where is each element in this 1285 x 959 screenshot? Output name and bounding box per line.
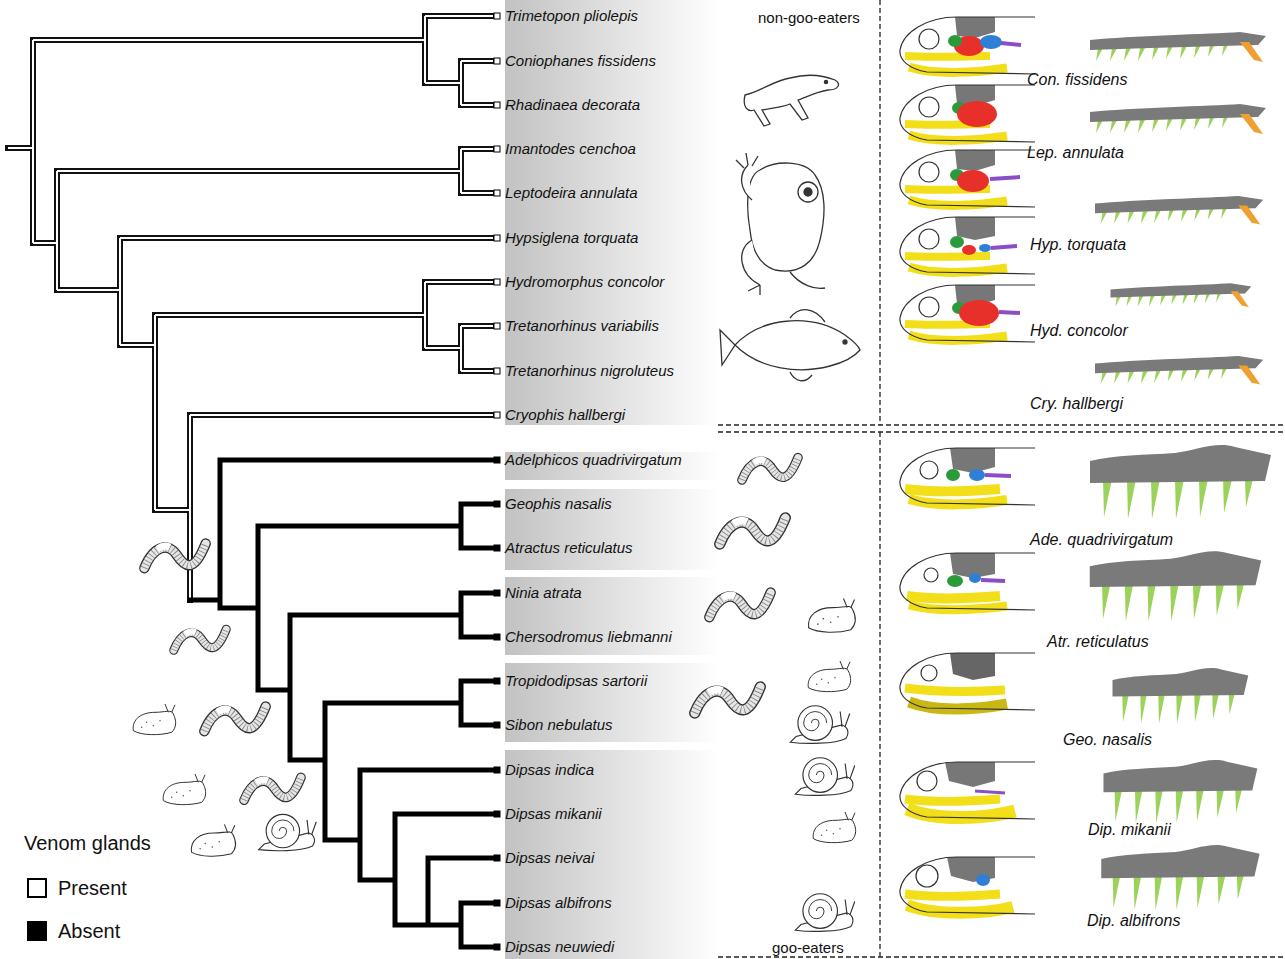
species-name: Coniophanes fissidens (505, 52, 656, 70)
species-abbrev: Geo. nasalis (1063, 731, 1152, 749)
group-label: non-goo-eaters (758, 9, 860, 27)
species-name: Dipsas neuwiedi (505, 938, 614, 956)
tip-markers (494, 13, 500, 950)
group-label: goo-eaters (772, 939, 844, 957)
goo-prey-drawings (133, 458, 856, 932)
species-name: Chersodromus liebmanni (505, 628, 672, 646)
species-name: Imantodes cenchoa (505, 140, 636, 158)
prey-drawings (720, 75, 860, 381)
species-name: Hypsiglena torquata (505, 229, 638, 247)
phylogeny-goo-eaters (190, 460, 493, 947)
species-abbrev: Cry. hallbergi (1030, 395, 1123, 413)
species-abbrev: Lep. annulata (1027, 144, 1124, 162)
species-name: Dipsas albifrons (505, 894, 612, 912)
species-name: Cryophis hallbergi (505, 406, 625, 424)
species-name: Tretanorhinus nigroluteus (505, 362, 674, 380)
species-name: Tropidodipsas sartorii (505, 672, 647, 690)
species-name: Geophis nasalis (505, 495, 612, 513)
species-name: Atractus reticulatus (505, 539, 633, 557)
legend-title: Venom glands (24, 831, 151, 855)
legend-swatch (27, 921, 47, 941)
species-abbrev: Dip. mikanii (1088, 821, 1171, 839)
legend-text: Absent (58, 919, 120, 943)
species-name: Trimetopon pliolepis (505, 7, 638, 25)
legend-swatch (27, 878, 47, 898)
species-name: Adelphicos quadrivirgatum (505, 451, 682, 469)
diet-bands (505, 0, 720, 959)
phylogeny-venomous (8, 16, 493, 600)
species-name: Leptodeira annulata (505, 184, 638, 202)
species-name: Sibon nebulatus (505, 716, 613, 734)
species-name: Rhadinaea decorata (505, 96, 640, 114)
species-name: Ninia atrata (505, 584, 582, 602)
head-anatomy (900, 17, 1035, 914)
species-name: Tretanorhinus variabilis (505, 317, 659, 335)
species-abbrev: Hyd. concolor (1030, 322, 1128, 340)
species-abbrev: Dip. albifrons (1087, 912, 1180, 930)
species-name: Dipsas neivai (505, 849, 594, 867)
species-abbrev: Hyp. torquata (1030, 236, 1126, 254)
species-abbrev: Ade. quadrivirgatum (1030, 531, 1173, 549)
species-name: Dipsas indica (505, 761, 594, 779)
species-name: Hydromorphus concolor (505, 273, 664, 291)
species-abbrev: Atr. reticulatus (1047, 633, 1149, 651)
dashed-dividers (718, 0, 1285, 959)
species-name: Dipsas mikanii (505, 805, 602, 823)
maxilla-drawings (1090, 32, 1271, 910)
legend-text: Present (58, 876, 127, 900)
species-abbrev: Con. fissidens (1027, 71, 1128, 89)
